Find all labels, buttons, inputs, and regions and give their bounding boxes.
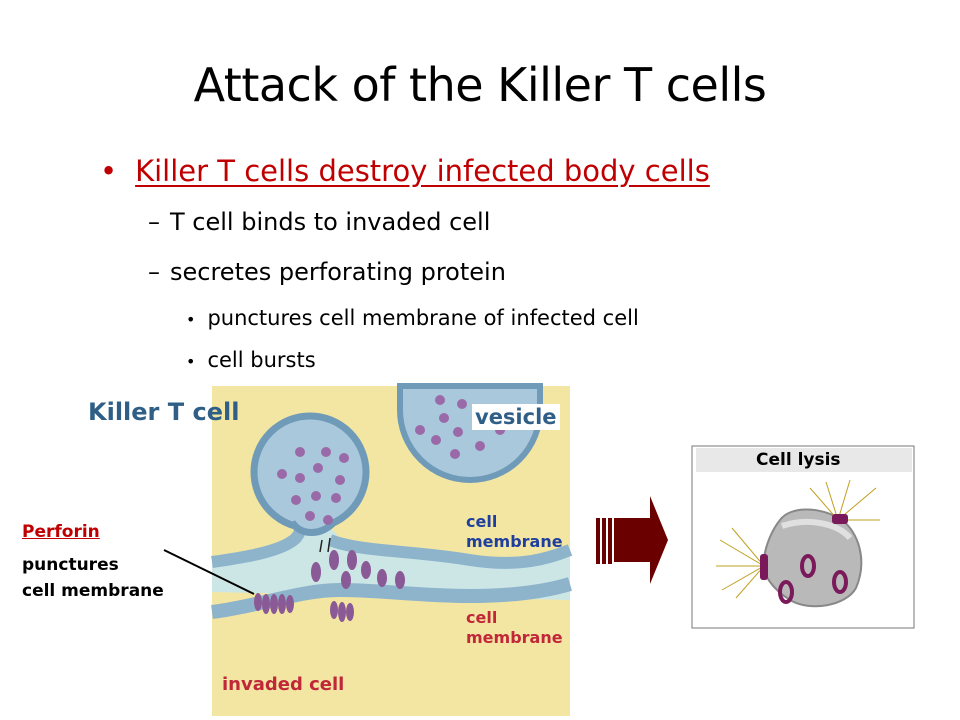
bullet-dot: • <box>186 352 196 371</box>
cell-membrane-line-1: cell <box>466 608 498 627</box>
cell-membrane-label-bottom: cell membrane <box>466 608 563 648</box>
cell-lysis-panel <box>691 445 915 629</box>
killer-t-cell-label: Killer T cell <box>88 398 240 426</box>
bullet-subsub-1-text: punctures cell membrane of infected cell <box>207 306 639 330</box>
perforin-desc-line-2: cell membrane <box>22 581 164 601</box>
cell-lysis-label: Cell lysis <box>756 450 841 470</box>
bullet-subsub-2: • cell bursts <box>186 348 316 372</box>
bullet-sub-2-text: secretes perforating protein <box>170 258 506 286</box>
bullet-dot: • <box>100 154 118 188</box>
bullet-dot: • <box>186 310 196 329</box>
bullet-main-text: Killer T cells destroy infected body cel… <box>135 154 710 188</box>
cell-membrane-label-top: cell membrane <box>466 512 563 552</box>
cell-membrane-line-2: membrane <box>466 532 563 551</box>
vesicle-label: vesicle <box>472 404 560 430</box>
perforin-label: Perforin <box>22 522 100 542</box>
perforin-proteins <box>311 550 405 589</box>
bullet-subsub-1: • punctures cell membrane of infected cel… <box>186 306 639 330</box>
perforin-description: punctures cell membrane <box>22 552 164 604</box>
perforin-desc-line-1: punctures <box>22 555 119 575</box>
fusing-vesicle <box>250 412 370 536</box>
bullet-sub-1-text: T cell binds to invaded cell <box>170 208 491 236</box>
cell-membrane-line-1: cell <box>466 512 498 531</box>
page-title: Attack of the Killer T cells <box>193 58 767 112</box>
arrow-to-lysis <box>596 496 668 584</box>
bullet-sub-2: –secretes perforating protein <box>148 258 506 286</box>
bullet-sub-1: –T cell binds to invaded cell <box>148 208 490 236</box>
invaded-cell-label: invaded cell <box>222 674 345 695</box>
cell-membrane-line-2: membrane <box>466 628 563 647</box>
bullet-main: • Killer T cells destroy infected body ce… <box>100 154 710 188</box>
dash: – <box>148 258 160 286</box>
perforin-pointer-line <box>163 549 255 595</box>
dash: – <box>148 208 160 236</box>
perforin-pore <box>254 593 354 622</box>
bullet-subsub-2-text: cell bursts <box>207 348 316 372</box>
